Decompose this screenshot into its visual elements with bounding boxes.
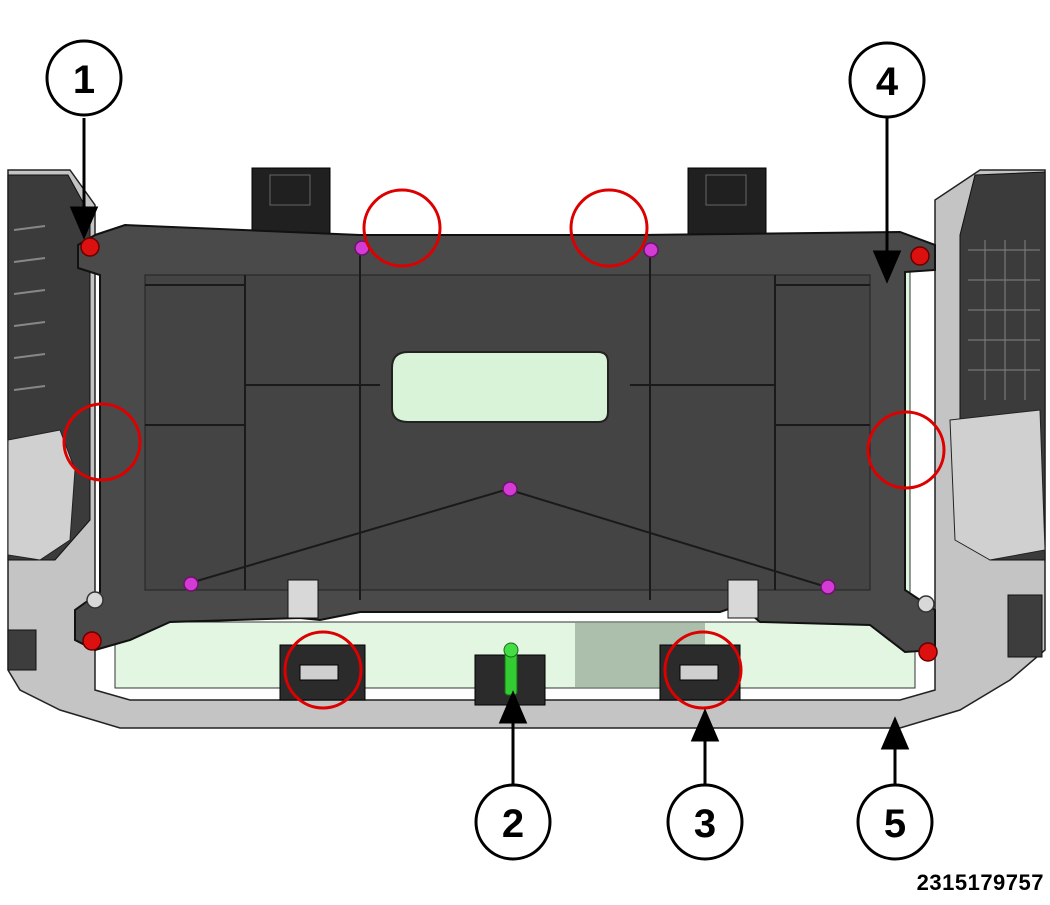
callout-3: 3 — [666, 783, 744, 861]
svg-text:4: 4 — [876, 60, 899, 104]
highlight-circles — [62, 188, 946, 710]
green-pin-fastener — [503, 642, 519, 696]
figure-id: 2315179757 — [916, 870, 1044, 895]
top-mounting-tabs — [251, 167, 767, 239]
callout-1: 1 — [45, 39, 123, 117]
svg-text:1: 1 — [73, 58, 95, 102]
gray-screws — [86, 591, 935, 613]
magenta-screws — [183, 240, 836, 595]
svg-text:5: 5 — [884, 802, 906, 846]
callout-arrows — [69, 118, 910, 788]
callout-5: 5 — [856, 783, 934, 861]
callout-4: 4 — [848, 41, 926, 119]
rear-bracket-panel — [74, 223, 936, 654]
svg-text:2: 2 — [502, 802, 524, 846]
bezel-housing — [7, 169, 1046, 729]
svg-text:3: 3 — [694, 802, 716, 846]
callout-2: 2 — [474, 783, 552, 861]
red-screws — [80, 237, 938, 662]
